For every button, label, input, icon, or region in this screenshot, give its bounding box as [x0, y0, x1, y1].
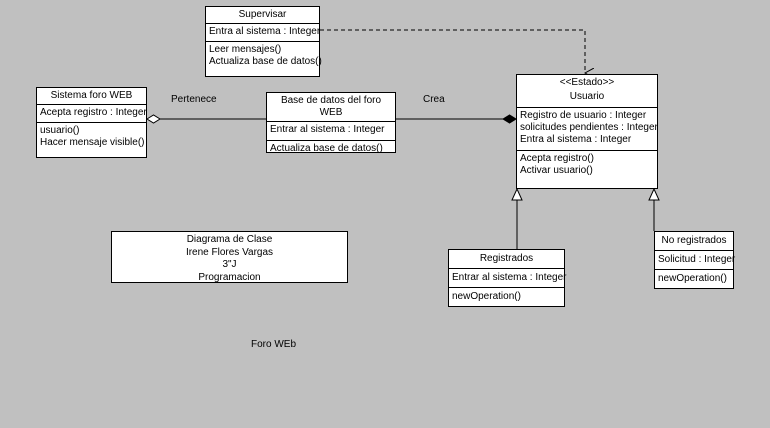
class-base-de-datos[interactable]: Base de datos del foro WEB Entrar al sis… [266, 92, 396, 154]
operations-section: newOperation() [449, 287, 564, 305]
attributes-section: Solicitud : Integer [655, 250, 736, 269]
operations-section: usuario() Hacer mensaje visible() [37, 122, 146, 151]
class-name: No registrados [661, 235, 727, 246]
operation: newOperation() [452, 291, 521, 302]
attributes-section: Entra al sistema : Integer [206, 23, 321, 41]
attributes-section: Acepta registro : Integer [37, 104, 147, 122]
stereotype: <<Estado>> [559, 77, 615, 88]
operation: Acepta registro() [520, 153, 594, 164]
operation: usuario() [40, 125, 80, 136]
operations-section: newOperation() [655, 269, 733, 287]
note-line: Irene Flores Vargas [185, 246, 274, 258]
generalization-triangle [511, 187, 523, 201]
operations-section: Leer mensajes() Actualiza base de datos(… [206, 41, 322, 70]
relation-label-crea: Crea [423, 94, 445, 105]
attribute: Entra al sistema : Integer [209, 26, 321, 37]
operation: Hacer mensaje visible() [40, 137, 145, 148]
note-line: Diagrama de Clase [186, 234, 273, 245]
operations-section: Acepta registro() Activar usuario() [517, 150, 657, 179]
operation: Activar usuario() [520, 165, 593, 176]
operations-section: Actualiza base de datos() [267, 140, 395, 157]
attributes-section: Entrar al sistema : Integer [267, 121, 395, 140]
class-name: Base de datos del foro WEB [280, 95, 382, 118]
operation: Leer mensajes() [209, 44, 282, 55]
note-line: Programacion [198, 271, 261, 283]
class-usuario[interactable]: <<Estado>> Usuario Registro de usuario :… [516, 74, 658, 189]
aggregation-diamond [146, 114, 161, 124]
class-header: <<Estado>> Usuario [517, 75, 657, 107]
relation-label-pertenece: Pertenece [171, 94, 217, 105]
attributes-section: Entrar al sistema : Integer [449, 268, 567, 287]
attribute: Entrar al sistema : Integer [270, 124, 385, 135]
class-registrados[interactable]: Registrados Entrar al sistema : Integer … [448, 249, 567, 307]
attributes-section: Registro de usuario : Integer solicitude… [517, 107, 658, 150]
class-name: Registrados [479, 253, 534, 264]
class-name: Sistema foro WEB [50, 90, 133, 101]
composition-diamond [502, 114, 517, 124]
note-line: 3"J [222, 259, 237, 270]
diagram-caption: Foro WEb [251, 339, 297, 350]
attribute: Registro de usuario : Integer [520, 110, 647, 121]
attribute: Entrar al sistema : Integer [452, 272, 567, 283]
attribute: Entra al sistema : Integer [520, 134, 632, 145]
class-name: Supervisar [238, 9, 287, 20]
attribute: Solicitud : Integer [658, 254, 736, 265]
diagram-note[interactable]: Diagrama de Clase Irene Flores Vargas 3"… [111, 231, 348, 283]
operation: Actualiza base de datos() [270, 143, 383, 154]
class-name: Usuario [569, 91, 605, 102]
class-supervisar[interactable]: Supervisar Entra al sistema : Integer Le… [205, 6, 322, 77]
class-no-registrados[interactable]: No registrados Solicitud : Integer newOp… [654, 231, 736, 289]
operation: Actualiza base de datos() [209, 56, 322, 67]
class-sistema-foro-web[interactable]: Sistema foro WEB Acepta registro : Integ… [36, 87, 147, 158]
generalization-triangle [648, 187, 660, 201]
attribute: Acepta registro : Integer [40, 107, 147, 118]
operation: newOperation() [658, 273, 727, 284]
attribute: solicitudes pendientes : Integer [520, 122, 658, 133]
dependency-line [320, 29, 585, 73]
